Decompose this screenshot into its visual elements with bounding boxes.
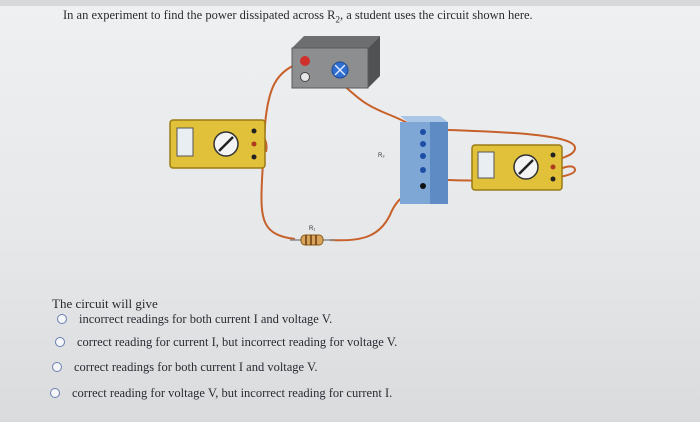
ammeter-dial-pointer xyxy=(218,136,234,152)
r2-terminal-3 xyxy=(420,153,426,159)
ammeter-display xyxy=(176,127,194,157)
voltmeter-port-1 xyxy=(550,152,556,158)
power-supply-side xyxy=(368,36,380,88)
radio-button[interactable] xyxy=(55,337,65,347)
question-subscript: 2 xyxy=(335,14,341,25)
option-4-label: correct reading for voltage V, but incor… xyxy=(72,385,393,400)
negative-terminal xyxy=(300,72,310,82)
top-border xyxy=(0,0,700,6)
wire-battery-to-r1 xyxy=(260,61,304,240)
option-1-label: incorrect readings for both current I an… xyxy=(79,311,333,326)
question-suffix: , a student uses the circuit shown here. xyxy=(340,8,533,22)
options-prompt: The circuit will give xyxy=(52,296,158,311)
r1-body xyxy=(300,234,324,246)
dial-knob-mark xyxy=(334,64,346,76)
option-2-label: correct reading for current I, but incor… xyxy=(77,334,398,349)
option-3-label: correct readings for both current I and … xyxy=(74,359,318,374)
r2-terminal-4 xyxy=(420,167,426,173)
ammeter-port-3 xyxy=(251,154,257,160)
voltmeter-port-2 xyxy=(550,164,556,170)
voltmeter-port-3 xyxy=(550,176,556,182)
r2-block-top xyxy=(400,116,448,122)
voltmeter xyxy=(471,144,563,191)
voltmeter-display xyxy=(477,151,495,179)
question-text: In an experiment to find the power dissi… xyxy=(63,8,533,25)
r2-terminal-5 xyxy=(420,183,426,189)
ammeter xyxy=(169,119,266,169)
question-prefix: In an experiment to find the power dissi… xyxy=(63,8,336,22)
power-supply xyxy=(291,36,380,89)
ammeter-port-2 xyxy=(251,141,257,147)
r2-block xyxy=(400,116,448,204)
radio-button[interactable] xyxy=(52,362,62,372)
r1-label: R₁ xyxy=(309,226,315,232)
ammeter-port-1 xyxy=(251,128,257,134)
r2-label: R₂ xyxy=(378,153,385,159)
r2-terminal-1 xyxy=(420,129,426,135)
option-2[interactable]: correct reading for current I, but incor… xyxy=(55,333,397,351)
r2-block-front xyxy=(400,122,430,204)
power-supply-top xyxy=(292,36,380,48)
r2-block-side xyxy=(430,122,448,204)
r1-resistor xyxy=(290,234,335,246)
power-supply-front xyxy=(291,47,369,89)
circuit-diagram: R₂ R₁ xyxy=(169,36,577,246)
voltmeter-dial-pointer xyxy=(518,159,534,175)
radio-button[interactable] xyxy=(57,314,67,324)
radio-button[interactable] xyxy=(50,388,60,398)
option-1[interactable]: incorrect readings for both current I an… xyxy=(57,310,332,328)
option-3[interactable]: correct readings for both current I and … xyxy=(52,358,318,376)
option-4[interactable]: correct reading for voltage V, but incor… xyxy=(50,384,392,402)
positive-terminal xyxy=(300,56,310,66)
r2-terminal-2 xyxy=(420,141,426,147)
